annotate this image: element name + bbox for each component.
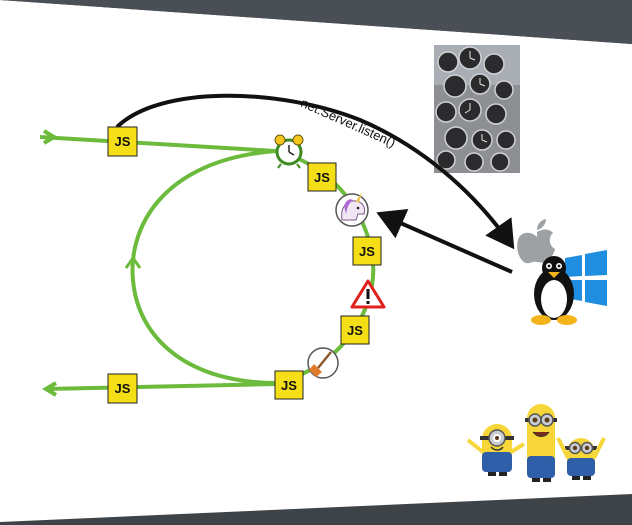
js-badge: JS (107, 373, 138, 404)
listen-arrow (115, 93, 515, 250)
minion-middle (525, 404, 557, 482)
js-badge-label: JS (347, 323, 363, 338)
minion-left (466, 424, 526, 476)
clock-tower-photo (434, 45, 520, 173)
minion-right (556, 437, 606, 480)
js-badge-label: JS (359, 244, 375, 259)
callback-arrow (376, 209, 513, 274)
js-badge-label: JS (115, 381, 131, 396)
minions-illustration (466, 404, 606, 482)
js-badge: JS (340, 315, 370, 345)
input-line (39, 135, 277, 153)
js-badge-label: JS (314, 170, 330, 185)
js-badge: JS (274, 370, 304, 400)
loop-left-arc (130, 149, 277, 385)
js-badge-label: JS (115, 134, 131, 149)
js-badge: JS (307, 162, 337, 192)
linux-tux-icon (531, 256, 577, 325)
slide-edge-top (0, 0, 632, 44)
unicorn-icon (335, 192, 369, 227)
output-line (44, 382, 277, 391)
apple-logo-icon (517, 219, 555, 264)
js-badge-label: JS (281, 378, 297, 393)
broom-icon (307, 347, 339, 379)
loop-up-arrow-icon (124, 255, 142, 269)
js-badge: JS (352, 236, 382, 266)
warning-icon (350, 279, 386, 309)
alarm-clock-icon (274, 134, 304, 169)
output-chevron-icon (42, 381, 58, 397)
js-badge: JS (107, 126, 138, 157)
input-chevron-icon (42, 129, 58, 145)
